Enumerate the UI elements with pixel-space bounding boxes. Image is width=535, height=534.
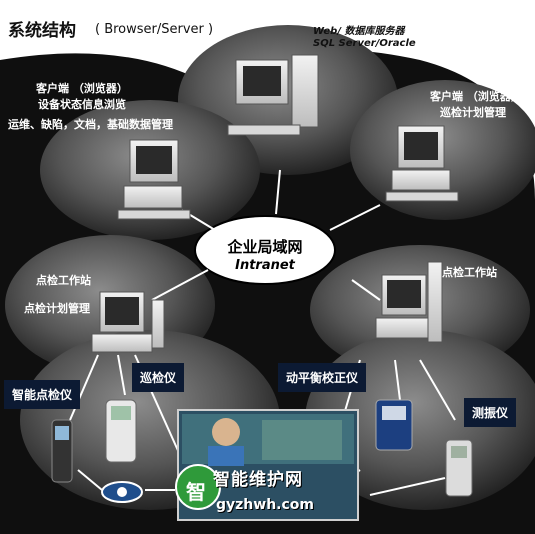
intranet-hub: [194, 215, 336, 285]
client-left-label-line1: 客户端 （浏览器）: [36, 82, 128, 95]
server-label-line1: Web/ 数据库服务器: [313, 26, 405, 37]
intranet-label-en: Intranet: [235, 258, 295, 273]
client-right-label-line2: 巡检计划管理: [440, 106, 506, 119]
station-left-label-line2: 点检计划管理: [24, 302, 90, 315]
client-left-label-line2: 设备状态信息浏览: [38, 98, 126, 111]
station-left-label-line1: 点检工作站: [36, 274, 91, 287]
brand-name: 智能维护网: [213, 470, 303, 490]
patrol-tag: 巡检仪: [132, 363, 185, 392]
page-subtitle: ( Browser/Server ): [95, 22, 214, 37]
patrol-device-icon: [105, 399, 137, 463]
station-right-label: 点检工作站: [442, 266, 497, 279]
page-title: 系统结构: [8, 21, 76, 41]
brand-url: gyzhwh.com: [216, 497, 314, 513]
intranet-label-cn: 企业局域网: [227, 238, 303, 256]
station-right-pc-icon: [375, 261, 443, 343]
eye-icon: [101, 481, 143, 503]
server-pc-icon: [227, 54, 319, 136]
station-left-pc-icon: [91, 291, 165, 353]
brand-logo-char: 智: [186, 480, 206, 504]
client-left-label-line3: 运维、缺陷，文档，基础数据管理: [8, 118, 173, 131]
balancer-device-icon: [375, 399, 413, 451]
vibration-tag: 测振仪: [464, 398, 517, 427]
client-left-pc-icon: [117, 139, 191, 220]
smart-inspector-tag: 智能点检仪: [4, 380, 81, 409]
vibration-device-icon: [445, 439, 473, 497]
client-right-pc-icon: [385, 125, 459, 202]
client-right-label-line1: 客户端 （浏览器）: [430, 90, 522, 103]
balancer-tag: 动平衡校正仪: [278, 363, 367, 392]
smart-inspector-device-icon: [51, 419, 73, 483]
server-label-line2: SQL Server/Oracle: [313, 38, 416, 49]
brand-logo-circle: [175, 464, 221, 510]
